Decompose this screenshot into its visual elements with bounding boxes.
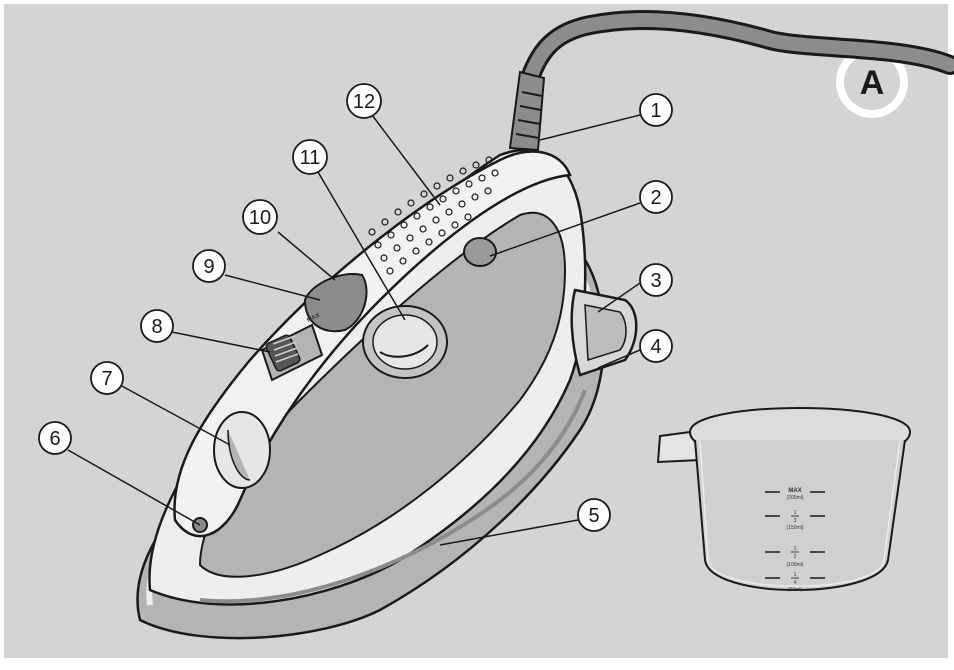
callout-7-label: 7: [101, 368, 112, 390]
callout-12: 12: [346, 83, 382, 119]
badge-inner: [844, 54, 900, 110]
cup-third-ml: (150ml): [787, 525, 804, 531]
callout-5: 5: [577, 498, 611, 532]
cup-quarter-ml: (50ml): [788, 587, 803, 593]
steam-control: MAX: [260, 313, 324, 382]
callout-12-label: 12: [353, 91, 375, 113]
callout-7: 7: [90, 361, 124, 395]
callout-8: 8: [140, 309, 174, 343]
handle-grip-dots: [368, 156, 499, 275]
power-cord: [508, 10, 954, 152]
callout-10: 10: [242, 199, 278, 235]
callout-1-label: 1: [650, 100, 661, 122]
figure-badge: A: [836, 46, 908, 118]
callout-3: 3: [639, 263, 673, 297]
cup-max-label: MAX: [788, 488, 801, 494]
callout-2: 2: [639, 180, 673, 214]
callout-4: 4: [639, 329, 673, 363]
cup-quarter-num: 1: [794, 572, 797, 578]
callout-9-label: 9: [203, 256, 214, 278]
cup-half-num: 1: [794, 546, 797, 552]
water-tank-window: [213, 411, 271, 489]
callout-6: 6: [38, 421, 72, 455]
steam-max-label: MAX: [306, 313, 321, 324]
cup-markings: MAX (200ml) 1 3 (150ml) 1 2 (100ml) 1 4 …: [765, 488, 825, 593]
heel-rest: [570, 288, 638, 377]
callout-11-label: 11: [300, 147, 321, 169]
steam-button: [463, 237, 497, 267]
cup-half-ml: (100ml): [787, 562, 804, 568]
cup-third-num: 1: [794, 510, 797, 516]
callouts: 1 2 3 4 5 6 7 8 9 10 11 12: [38, 83, 673, 532]
leader-lines: [67, 114, 641, 546]
callout-8-label: 8: [151, 316, 162, 338]
callout-6-label: 6: [49, 428, 60, 450]
callout-1: 1: [639, 93, 673, 127]
callout-3-label: 3: [650, 270, 661, 292]
callout-9: 9: [192, 249, 226, 283]
spray-button: [303, 273, 368, 333]
callout-2-label: 2: [650, 187, 661, 209]
callout-11: 11: [292, 139, 328, 175]
cup-max-ml: (200ml): [787, 495, 804, 501]
cup-third-den: 3: [794, 518, 797, 524]
callout-10-label: 10: [249, 207, 271, 229]
cup-half-den: 2: [794, 554, 797, 560]
measuring-cup: MAX (200ml) 1 3 (150ml) 1 2 (100ml) 1 4 …: [656, 407, 912, 593]
badge-label: A: [860, 64, 885, 102]
temperature-dial: [362, 305, 448, 379]
callout-5-label: 5: [588, 505, 599, 527]
callout-4-label: 4: [650, 336, 661, 358]
cup-quarter-den: 4: [794, 580, 797, 586]
